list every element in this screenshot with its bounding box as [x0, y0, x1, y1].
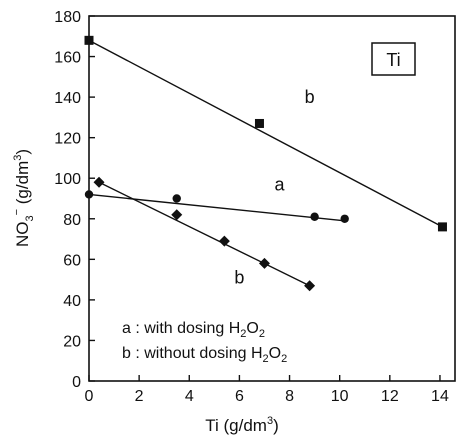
x-axis-title-tail: ) [273, 416, 279, 435]
data-point [310, 212, 319, 221]
data-point [304, 280, 316, 292]
y-tick-label: 20 [63, 333, 81, 350]
legend-entry-a: a : with dosing H2O2 [122, 320, 265, 340]
series-annotation: b [305, 87, 315, 107]
y-axis-title-pre: NO [13, 222, 32, 248]
x-tick-label: 8 [285, 388, 294, 405]
y-axis-title-sub: 3 [24, 215, 36, 221]
y-tick-label: 160 [54, 50, 81, 67]
data-point [93, 176, 105, 188]
x-axis-title-main: Ti (g/dm [205, 416, 267, 435]
series-annotation: a [275, 174, 286, 194]
plot-frame [88, 15, 456, 382]
data-point [218, 235, 230, 247]
y-axis-title: NO3− (g/dm3) [11, 149, 36, 247]
series-line [88, 39, 443, 228]
data-point [254, 118, 264, 128]
data-point [171, 209, 183, 221]
data-point [258, 257, 270, 269]
x-tick-label: 6 [235, 388, 244, 405]
data-point [340, 214, 349, 223]
x-tick-label: 0 [85, 388, 94, 405]
x-tick-label: 12 [381, 388, 399, 405]
x-tick-label: 14 [431, 388, 449, 405]
y-axis-title-sup: − [11, 209, 23, 215]
y-axis-title-tail: ) [13, 149, 32, 155]
y-tick-label: 60 [63, 252, 81, 269]
x-tick-label: 2 [135, 388, 144, 405]
y-tick-label: 120 [54, 131, 81, 148]
series-layer: b a b [84, 35, 447, 292]
y-axis-title-mid: (g/dm [13, 161, 32, 209]
y-axis-title-sup2: 3 [12, 155, 24, 161]
y-tick-label: 40 [63, 293, 81, 310]
series-line [88, 193, 345, 222]
series-diamond [93, 176, 316, 292]
y-tick-label: 140 [54, 90, 81, 107]
x-tick-label: 10 [331, 388, 349, 405]
x-axis-title: Ti (g/dm3) [205, 415, 279, 435]
y-tick-label: 100 [54, 171, 81, 188]
x-tick-label: 4 [185, 388, 194, 405]
y-tick-label: 0 [72, 374, 81, 391]
inset-label-box: Ti [371, 42, 416, 76]
legend: a : with dosing H2O2 b : without dosing … [122, 320, 287, 365]
data-point [437, 222, 447, 232]
y-tick-label: 80 [63, 212, 81, 229]
data-point [172, 194, 181, 203]
series-annotation: b [234, 268, 244, 288]
y-tick-label: 180 [54, 9, 81, 26]
legend-entry-b: b : without dosing H2O2 [122, 345, 287, 365]
inset-label: Ti [386, 50, 400, 70]
x-axis-title-sup: 3 [267, 415, 273, 427]
series-line [98, 181, 310, 287]
